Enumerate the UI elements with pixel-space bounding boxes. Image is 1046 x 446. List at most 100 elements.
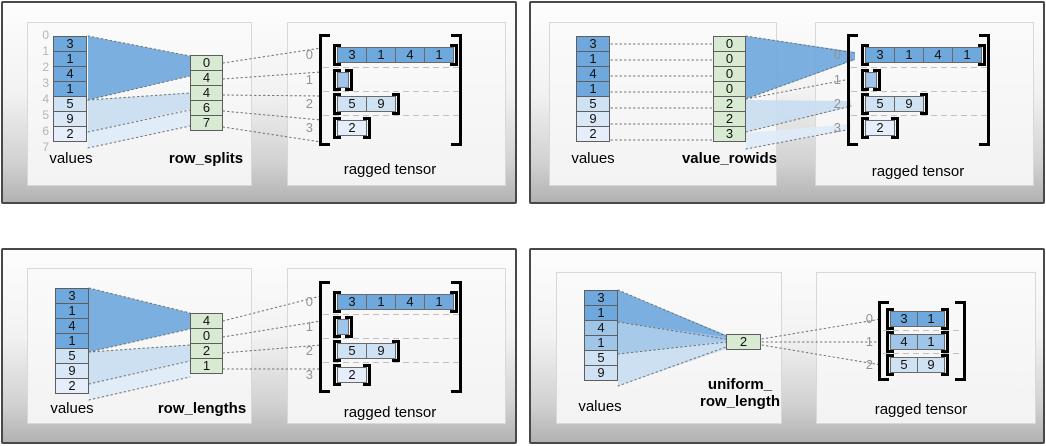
splits-cell: 4 bbox=[190, 85, 223, 101]
bracket-icon bbox=[941, 331, 949, 353]
left-bracket-icon bbox=[319, 281, 330, 393]
value-cell: 9 bbox=[55, 363, 89, 379]
bracket-icon bbox=[345, 316, 353, 338]
row-index-label: 1 bbox=[865, 334, 873, 349]
row-index-label: 3 bbox=[305, 367, 313, 382]
tensor-cell: 3 bbox=[337, 47, 367, 63]
tensor-cell: 2 bbox=[337, 120, 367, 136]
bracket-icon bbox=[920, 93, 928, 115]
bracket-icon bbox=[333, 316, 341, 338]
value-cell: 4 bbox=[576, 66, 610, 82]
value-cell: 3 bbox=[55, 288, 89, 304]
values-label: values bbox=[571, 150, 615, 167]
rowid-cell: 0 bbox=[713, 66, 746, 82]
value-cell: 1 bbox=[576, 81, 610, 97]
method-label-line2: row_length bbox=[699, 393, 780, 410]
empty-row-block bbox=[337, 72, 349, 88]
values-label: values bbox=[50, 400, 94, 417]
length-cell: 2 bbox=[190, 343, 223, 359]
uniform-row-length-cell: 2 bbox=[726, 334, 761, 350]
value-cell: 2 bbox=[53, 126, 87, 142]
tensor-row: 5 9 bbox=[333, 93, 400, 115]
values-column: 3 1 4 1 5 9 2 bbox=[576, 36, 610, 142]
method-label: uniform_ row_length bbox=[675, 376, 805, 410]
values-column: 3 1 4 1 5 9 2 bbox=[55, 288, 89, 394]
tensor-cell: 9 bbox=[366, 96, 396, 112]
bracket-icon bbox=[978, 44, 986, 66]
left-bracket-icon bbox=[319, 34, 330, 146]
tensor-row: 5 9 bbox=[333, 340, 400, 362]
tensor-cell: 1 bbox=[894, 47, 924, 63]
bracket-icon bbox=[363, 364, 371, 386]
tensor-row: 5 9 bbox=[886, 354, 949, 376]
tensor-cell: 4 bbox=[923, 47, 953, 63]
value-cell: 9 bbox=[576, 111, 610, 127]
bracket-icon bbox=[861, 69, 869, 91]
row-index-label: 2 bbox=[305, 343, 313, 358]
length-cell: 4 bbox=[190, 313, 223, 329]
tensor-cell: 4 bbox=[395, 294, 425, 310]
row-index-label: 1 bbox=[305, 72, 313, 87]
value-index-label: 0 bbox=[42, 28, 49, 42]
method-label-line1: uniform_ bbox=[707, 376, 773, 393]
bracket-icon bbox=[450, 44, 458, 66]
value-cell: 1 bbox=[55, 303, 89, 319]
result-label: ragged tensor bbox=[871, 163, 965, 180]
tensor-row-empty bbox=[333, 69, 353, 91]
row-index-label: 3 bbox=[305, 120, 313, 135]
rowid-cell: 2 bbox=[713, 96, 746, 112]
bracket-icon bbox=[333, 93, 341, 115]
tensor-row: 4 1 bbox=[886, 331, 949, 353]
tensor-cell: 3 bbox=[890, 311, 918, 327]
value-cell: 1 bbox=[55, 333, 89, 349]
method-label: row_lengths bbox=[157, 400, 247, 417]
tensor-row: 5 9 bbox=[861, 93, 928, 115]
tensor-row: 3 1 4 1 bbox=[861, 44, 986, 66]
tensor-cell: 9 bbox=[366, 343, 396, 359]
tensor-cell: 5 bbox=[865, 96, 895, 112]
values-column: 3 1 4 1 5 9 2 bbox=[53, 36, 87, 142]
quad-row-lengths: 3 1 4 1 5 9 2 4 0 2 1 values row_lengths… bbox=[1, 248, 517, 444]
result-label: ragged tensor bbox=[343, 161, 437, 178]
right-bracket-icon bbox=[451, 281, 462, 393]
bracket-icon bbox=[941, 354, 949, 376]
value-cell: 1 bbox=[584, 305, 618, 321]
tensor-row: 2 bbox=[861, 117, 899, 139]
row-index-label: 0 bbox=[833, 47, 841, 62]
row-index-label: 0 bbox=[305, 47, 313, 62]
rowid-cell: 0 bbox=[713, 36, 746, 52]
row-index-label: 2 bbox=[833, 96, 841, 111]
bracket-icon bbox=[333, 291, 341, 313]
value-cell: 4 bbox=[55, 318, 89, 334]
rowid-cell: 0 bbox=[713, 81, 746, 97]
row-index-label: 2 bbox=[305, 96, 313, 111]
rowid-cell: 3 bbox=[713, 126, 746, 142]
value-cell: 2 bbox=[576, 126, 610, 142]
splits-cell: 4 bbox=[190, 70, 223, 86]
tensor-cell: 1 bbox=[366, 294, 396, 310]
rowid-cell: 0 bbox=[713, 51, 746, 67]
right-bracket-icon bbox=[979, 34, 990, 146]
row-lengths-column: 4 0 2 1 bbox=[190, 313, 223, 374]
bracket-icon bbox=[873, 69, 881, 91]
bracket-icon bbox=[392, 93, 400, 115]
tensor-row-empty bbox=[861, 69, 881, 91]
value-cell: 5 bbox=[584, 350, 618, 366]
method-label: value_rowids bbox=[681, 150, 778, 167]
value-cell: 9 bbox=[584, 365, 618, 381]
bracket-icon bbox=[886, 354, 894, 376]
value-cell: 1 bbox=[576, 51, 610, 67]
value-rowids-column: 0 0 0 0 2 2 3 bbox=[713, 36, 746, 142]
bracket-icon bbox=[886, 331, 894, 353]
bracket-icon bbox=[333, 69, 341, 91]
right-bracket-icon bbox=[451, 34, 462, 146]
values-label: values bbox=[578, 398, 622, 415]
tensor-row: 2 bbox=[333, 364, 371, 386]
value-index-label: 5 bbox=[42, 108, 49, 122]
tensor-cell: 2 bbox=[337, 367, 367, 383]
tensor-cell: 2 bbox=[865, 120, 895, 136]
value-cell: 3 bbox=[576, 36, 610, 52]
row-index-label: 3 bbox=[833, 120, 841, 135]
splits-cell: 6 bbox=[190, 100, 223, 116]
tensor-cell: 3 bbox=[337, 294, 367, 310]
